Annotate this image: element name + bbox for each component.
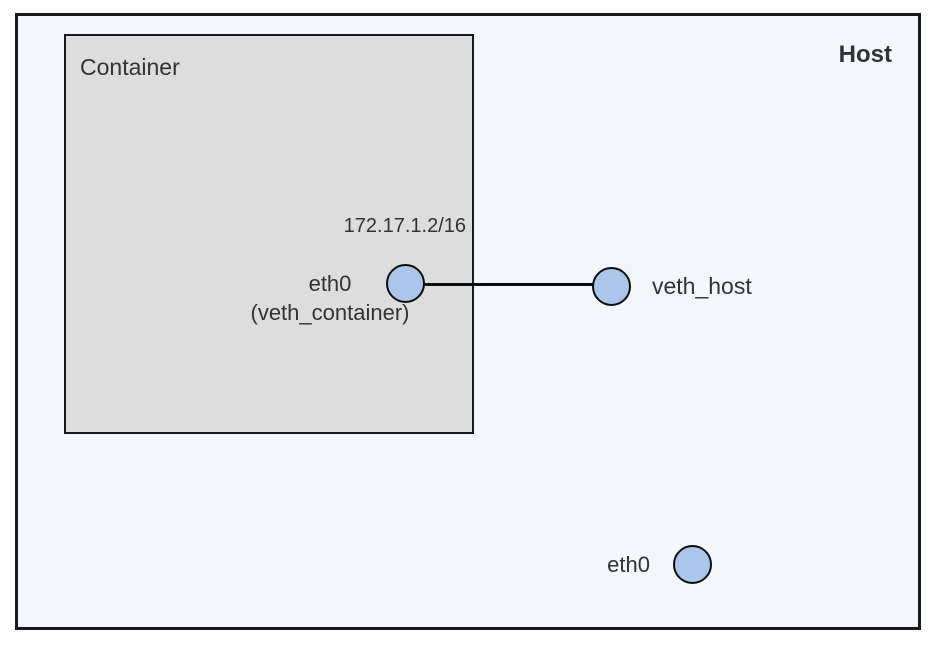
container-eth0-ip-label: 172.17.1.2/16	[343, 215, 466, 237]
veth-pair-link-line	[420, 283, 595, 286]
host-eth0-label: eth0	[607, 552, 650, 577]
veth-host-node	[592, 267, 631, 306]
container-eth0-label: eth0 (veth_container)	[215, 269, 445, 327]
host-eth0-node	[673, 545, 712, 584]
container-eth0-veth-name: (veth_container)	[250, 300, 410, 325]
container-eth0-name: eth0	[308, 271, 352, 296]
container-eth0-node	[386, 264, 425, 303]
veth-host-label: veth_host	[652, 273, 752, 299]
container-box	[64, 34, 474, 434]
host-label: Host	[838, 41, 892, 68]
container-label: Container	[80, 54, 180, 80]
